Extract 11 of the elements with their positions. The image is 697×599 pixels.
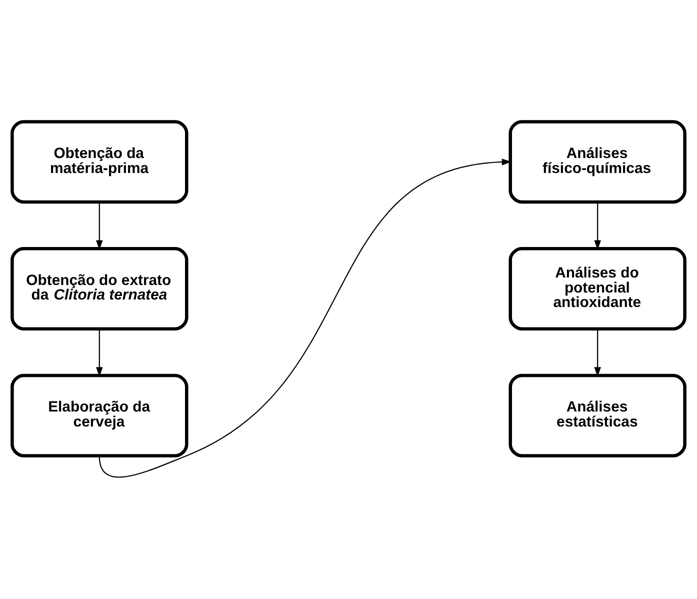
arrow	[96, 328, 103, 377]
node-box: Análises estatísticas	[508, 374, 686, 458]
arrow	[594, 202, 601, 250]
arrow	[96, 202, 103, 250]
node-box: Análises físico-químicas	[508, 120, 686, 204]
node-box: Obtenção da matéria-prima	[10, 120, 188, 204]
arrow	[98, 158, 512, 478]
node-box: Análises do potencial antioxidante	[508, 246, 686, 330]
node-box: Obtenção do extrato da Clitoria ternatea	[10, 246, 188, 330]
arrow	[594, 328, 601, 377]
node-box: Elaboração da cerveja	[10, 374, 188, 458]
